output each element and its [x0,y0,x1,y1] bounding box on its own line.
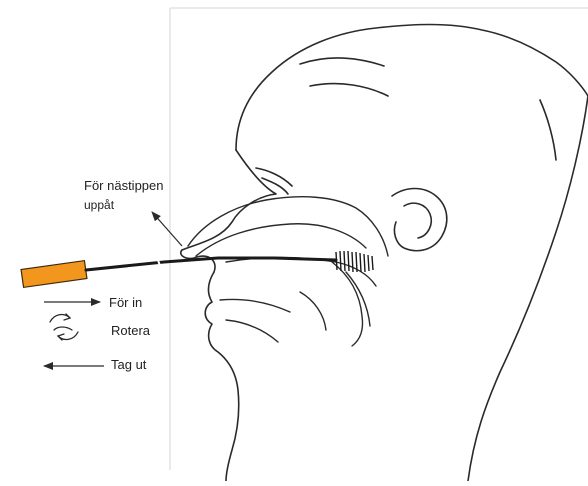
rotate-arrows-icon [50,314,78,340]
pull-out-label: Tag ut [111,357,146,372]
push-in-label: För in [109,295,142,310]
nose-tip-label-line1: För nästippen [84,178,164,193]
nasal-cavity-outline [188,197,388,346]
rotate-label: Rotera [111,323,150,338]
swab-handle [21,261,87,288]
nose-tip-pointer [152,212,182,246]
head-outline [181,25,588,482]
swab-shaft [86,258,336,270]
frame-lines [170,8,588,470]
nose-tip-label-line2: uppåt [84,198,114,212]
